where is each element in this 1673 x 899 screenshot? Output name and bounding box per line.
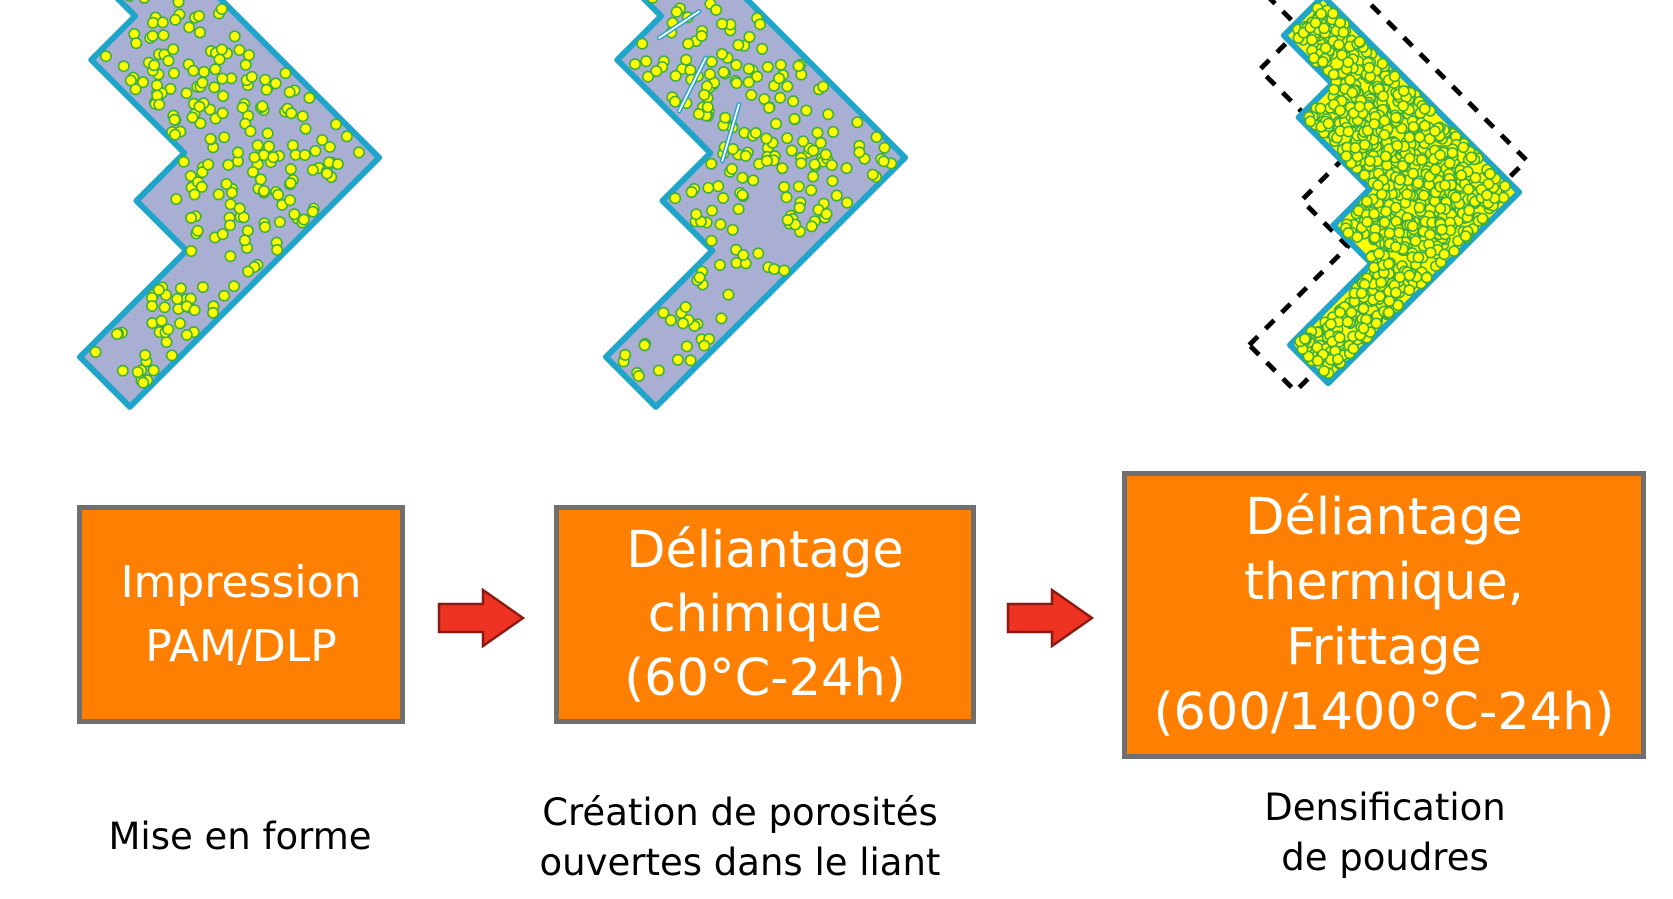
caption-line: Densification <box>1264 786 1506 829</box>
powder-particles <box>617 0 898 382</box>
debound-part-icon <box>400 0 905 407</box>
box-line: Déliantage <box>626 520 904 580</box>
sintered-part-icon <box>1058 0 1539 404</box>
box-line: Impression <box>120 556 362 608</box>
step-box-chemical-debinding: Déliantage chimique (60°C-24h) <box>554 505 976 724</box>
step-box-thermal-debinding-sintering: Déliantage thermique, Frittage (600/1400… <box>1122 471 1646 759</box>
box-line: (60°C-24h) <box>624 648 906 708</box>
caption-line: Création de porosités <box>542 791 938 834</box>
arrow-shape <box>437 588 525 648</box>
powder-particles <box>89 0 365 389</box>
box-line: Frittage <box>1286 618 1482 677</box>
arrow-shape <box>1006 588 1094 648</box>
box-line: chimique <box>647 584 883 644</box>
process-arrow-icon <box>437 588 525 648</box>
powder-particles <box>1292 2 1511 379</box>
process-arrow-icon <box>1006 588 1094 648</box>
caption-line: Mise en forme <box>108 815 372 858</box>
caption-line: de poudres <box>1281 836 1489 879</box>
caption-line: ouvertes dans le liant <box>539 841 941 884</box>
caption-porosity: Création de porosités ouvertes dans le l… <box>470 788 1010 888</box>
box-line: (600/1400°C-24h) <box>1153 683 1615 742</box>
caption-densification: Densification de poudres <box>1140 783 1630 883</box>
box-line: PAM/DLP <box>145 620 337 672</box>
green-part-icon <box>0 0 379 407</box>
porosity-cracks <box>656 9 742 164</box>
caption-shaping: Mise en forme <box>60 812 420 862</box>
box-line: Déliantage <box>1245 488 1523 547</box>
box-line: thermique, <box>1244 553 1524 612</box>
step-box-printing: Impression PAM/DLP <box>77 505 405 724</box>
